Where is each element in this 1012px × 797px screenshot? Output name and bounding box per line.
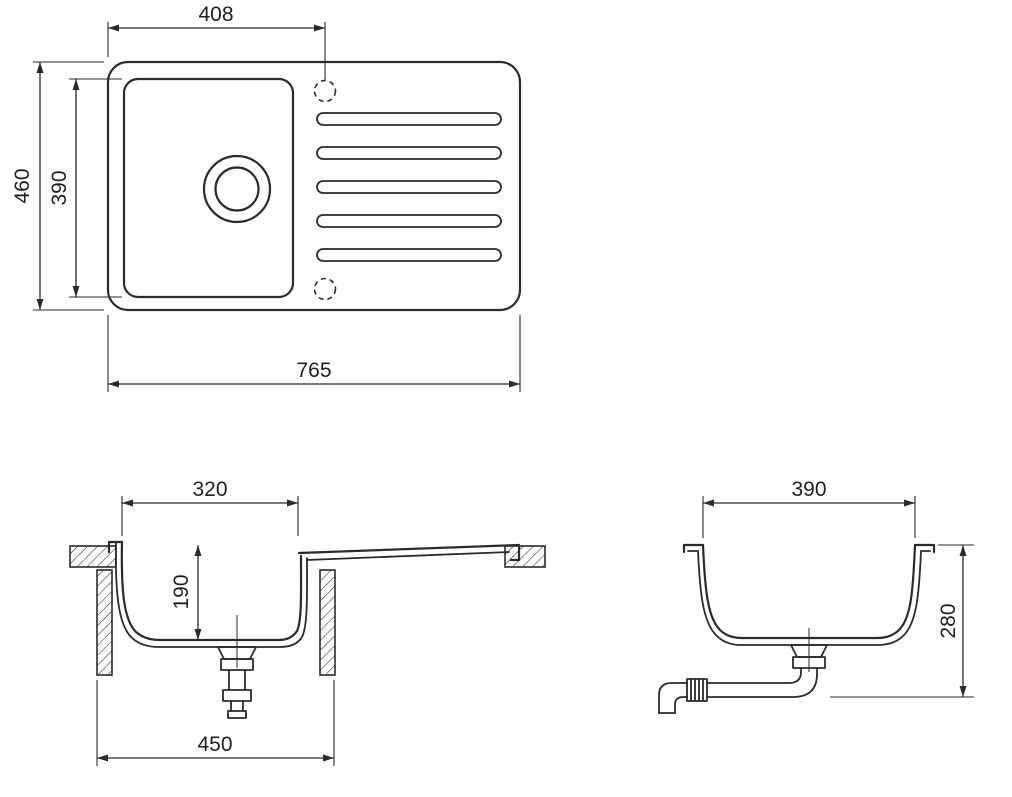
sink-rim-outline [106, 60, 522, 312]
dim-label-390-side: 390 [791, 478, 826, 501]
sink-bowl-outline [122, 77, 295, 299]
drain-inner-circle [214, 166, 260, 212]
drainboard-grooves [316, 112, 502, 262]
drainboard-groove [316, 248, 502, 262]
dim-label-408: 408 [198, 3, 233, 26]
dim-label-190: 190 [170, 574, 193, 609]
drainboard-groove [316, 112, 502, 126]
drainboard-groove [316, 214, 502, 228]
pipe-bottom-edge [706, 667, 818, 698]
dimension-tap-offset-408: 408 [107, 3, 326, 80]
pipe-ribbed-coupling [686, 678, 708, 702]
cabinet-left-panel [96, 569, 113, 676]
dimension-bowl-depth-390: 390 [48, 78, 122, 298]
dimension-overall-width-765: 765 [107, 315, 521, 392]
drain-nut-upper [220, 658, 254, 671]
dimension-cabinet-width-450: 450 [96, 680, 335, 766]
pipe-top-edge [706, 667, 802, 684]
drain-outer-circle [202, 154, 272, 224]
side-section-view: 390 280 [658, 478, 974, 714]
drain-trap-front [217, 615, 257, 719]
front-section-view: 320 190 450 [69, 478, 546, 766]
drainboard-groove [316, 146, 502, 160]
dimension-bowl-height-190: 190 [170, 545, 222, 641]
dim-label-320: 320 [192, 478, 227, 501]
dim-label-450: 450 [197, 733, 232, 756]
elbow-inner-edge [674, 696, 688, 714]
top-view: 408 460 390 765 [11, 3, 522, 392]
elbow-outer-edge [658, 682, 688, 714]
dim-label-460: 460 [11, 168, 34, 203]
sink-front-profile [107, 540, 521, 648]
dim-label-390-top: 390 [48, 170, 71, 205]
tap-hole-top [313, 79, 337, 103]
dimension-overall-height-280: 280 [830, 544, 974, 698]
dimension-bowl-width-320: 320 [121, 478, 299, 536]
countertop-right-section [504, 545, 546, 568]
drainboard-underside [306, 551, 510, 561]
drain-nut-side [792, 656, 826, 669]
cabinet-right-panel [319, 569, 336, 676]
dimension-side-bowl-width-390: 390 [702, 478, 916, 538]
dim-label-765: 765 [296, 359, 331, 382]
drain-nut-lower [222, 689, 252, 702]
dimension-overall-depth-460: 460 [11, 61, 104, 311]
dim-label-280: 280 [937, 603, 960, 638]
tap-hole-bottom [313, 277, 337, 301]
drain-outlet-end [227, 710, 247, 719]
drainboard-groove [316, 180, 502, 194]
drain-pipe-side [658, 628, 828, 714]
drainboard-top-surface [297, 543, 521, 562]
